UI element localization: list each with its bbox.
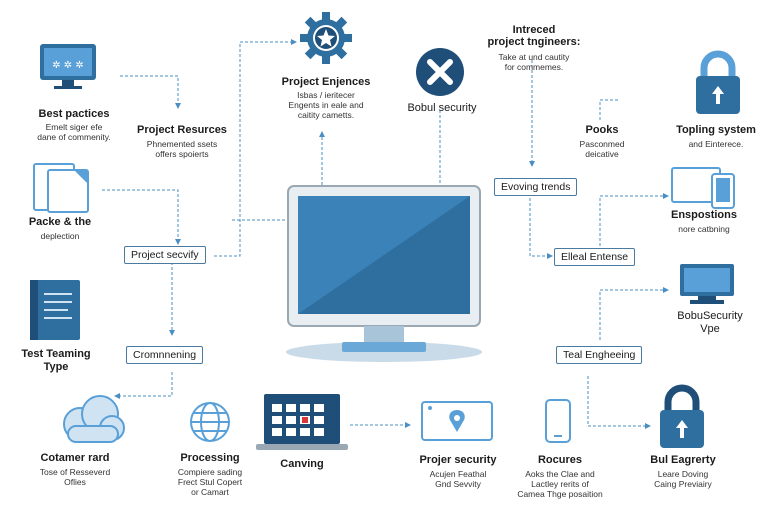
line-teal-to-lock xyxy=(587,376,651,429)
pooks-sub: Pasconmed deicative xyxy=(579,139,625,159)
central-monitor-icon xyxy=(286,185,482,362)
line-trends-to-ethical xyxy=(529,198,553,259)
monitor-icon: ✲ ✲ ✲ xyxy=(40,44,96,89)
bobusecurity-title: BobuSecurity Vpe xyxy=(677,310,743,335)
line-packe-to-secvify xyxy=(102,189,181,245)
topling-system-sub: and Einterece. xyxy=(688,139,744,149)
cotamer-title: Cotamer rard xyxy=(40,452,110,464)
location-card-icon xyxy=(421,401,493,441)
pooks-title: Pooks xyxy=(585,124,619,136)
project-resources-title: Project Resurces xyxy=(137,124,227,136)
projer-security-title: Projer security xyxy=(419,454,497,466)
line-pooks xyxy=(599,99,620,120)
padlock-icon xyxy=(660,384,704,448)
smartphone-icon xyxy=(671,167,735,209)
rocures-sub: Aoks the Clae and Lactley rerits of Came… xyxy=(517,469,603,499)
svg-text:✲ ✲ ✲: ✲ ✲ ✲ xyxy=(52,60,84,71)
calendar-laptop-icon xyxy=(256,394,348,450)
teal-engheeing-box[interactable]: Teal Engheeing xyxy=(556,346,643,364)
processing-title: Processing xyxy=(180,452,240,464)
cloud-icon xyxy=(63,395,125,443)
cromnnening-box[interactable]: Cromnnening xyxy=(126,346,204,364)
line-ethical-to-phone xyxy=(599,193,669,246)
cotamer-sub: Tose of Resseverd Oflies xyxy=(39,467,111,487)
intereed-sub: Take at und cautity for commemes. xyxy=(498,52,570,72)
gear-star-icon xyxy=(300,12,352,64)
canving-title: Canving xyxy=(280,458,324,470)
best-practices-sub: Emelt siger efe dane of commenity. xyxy=(37,122,111,142)
project-resources-sub: Phnemented ssets offers spoierts xyxy=(146,139,218,159)
enspostions-sub: nore catbning xyxy=(678,224,730,234)
line-teal-to-monitor xyxy=(599,287,669,340)
packe-sub: deplection xyxy=(40,231,80,241)
elleal-entense-box[interactable]: Elleal Entense xyxy=(554,248,636,266)
topling-system-title: Topling system xyxy=(676,124,756,136)
processing-sub: Compiere sading Frect Stul Copert or Cam… xyxy=(177,467,243,497)
packe-title: Packe & the xyxy=(28,216,92,228)
projer-security-sub: Acujen Feathal Gnd Sevvity xyxy=(429,469,487,489)
enspostions-title: Enspostions xyxy=(670,209,737,221)
bobul-security-title: Bobul security xyxy=(407,102,477,114)
evoving-trends-box[interactable]: Evoving trends xyxy=(494,178,578,196)
rocures-title: Rocures xyxy=(537,454,583,466)
bul-eagrerty-title: Bul Eagrerty xyxy=(650,454,716,466)
close-x-icon xyxy=(416,48,464,96)
smartphone-icon xyxy=(545,399,571,443)
test-document-icon xyxy=(30,280,80,340)
project-enjences-title: Project Enjences xyxy=(281,76,371,88)
line-cromn-to-cloud xyxy=(114,372,173,399)
line-best-to-resources xyxy=(120,75,181,109)
padlock-icon xyxy=(696,50,740,114)
document-icon xyxy=(33,163,89,213)
test-teaming-title: Test Teaming Type xyxy=(21,348,91,373)
intereed-title: Intreced project tngineers: xyxy=(487,24,581,48)
desktop-monitor-icon xyxy=(680,264,734,304)
best-practices-title: Best pactices xyxy=(38,108,110,120)
line-secvify-to-gear xyxy=(214,39,297,257)
globe-icon xyxy=(190,402,230,442)
bul-eagrerty-sub: Leare Doving Caing Previairy xyxy=(654,469,712,489)
project-secvify-box[interactable]: Project secvify xyxy=(124,246,206,264)
project-enjences-sub: Isbas / ieritecer Engents in eale and ca… xyxy=(288,90,364,120)
